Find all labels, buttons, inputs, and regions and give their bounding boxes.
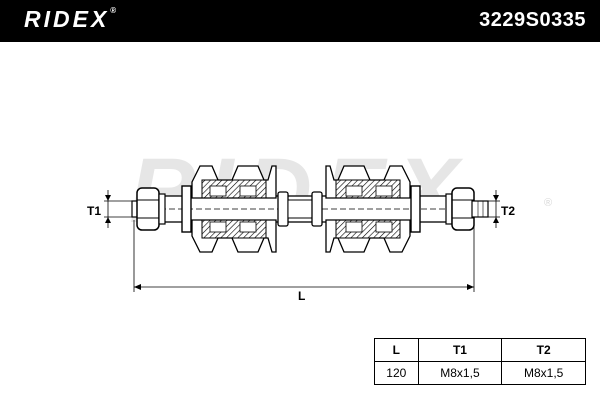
spec-table: L T1 T2 120 M8x1,5 M8x1,5 — [374, 338, 586, 385]
center-sleeve — [287, 199, 313, 219]
t2-dimension — [486, 190, 500, 228]
left-bushing — [191, 165, 277, 253]
t2-label: T2 — [501, 204, 515, 218]
header-length: L — [374, 338, 419, 362]
cell-thread-2: M8x1,5 — [501, 361, 586, 385]
right-washer-outer — [410, 185, 421, 233]
header-bar: RIDEX® 3229S0335 — [0, 0, 600, 42]
header-thread-2: T2 — [501, 338, 586, 362]
table-row: 120 M8x1,5 M8x1,5 — [374, 361, 586, 385]
cell-length: 120 — [374, 361, 419, 385]
cell-thread-1: M8x1,5 — [417, 361, 503, 385]
watermark-registered-mark: ® — [544, 197, 552, 209]
t1-label: T1 — [87, 204, 101, 218]
t1-dimension — [104, 190, 134, 228]
length-dimension — [133, 220, 475, 292]
left-hex-nut — [136, 187, 166, 231]
part-number: 3229S0335 — [479, 9, 586, 31]
right-thread-end — [471, 200, 489, 218]
left-washer-outer — [181, 185, 192, 233]
header-thread-1: T1 — [417, 338, 503, 362]
right-inner-sleeve — [311, 191, 323, 227]
right-bushing — [325, 165, 411, 253]
brand-logo: RIDEX® — [24, 6, 117, 32]
left-inner-sleeve — [277, 191, 289, 227]
length-label: L — [298, 289, 305, 303]
spec-table-header: L T1 T2 — [374, 338, 586, 362]
right-hex-nut — [445, 187, 475, 231]
stabiliser-link-drawing: RIDEX ® — [87, 140, 552, 303]
